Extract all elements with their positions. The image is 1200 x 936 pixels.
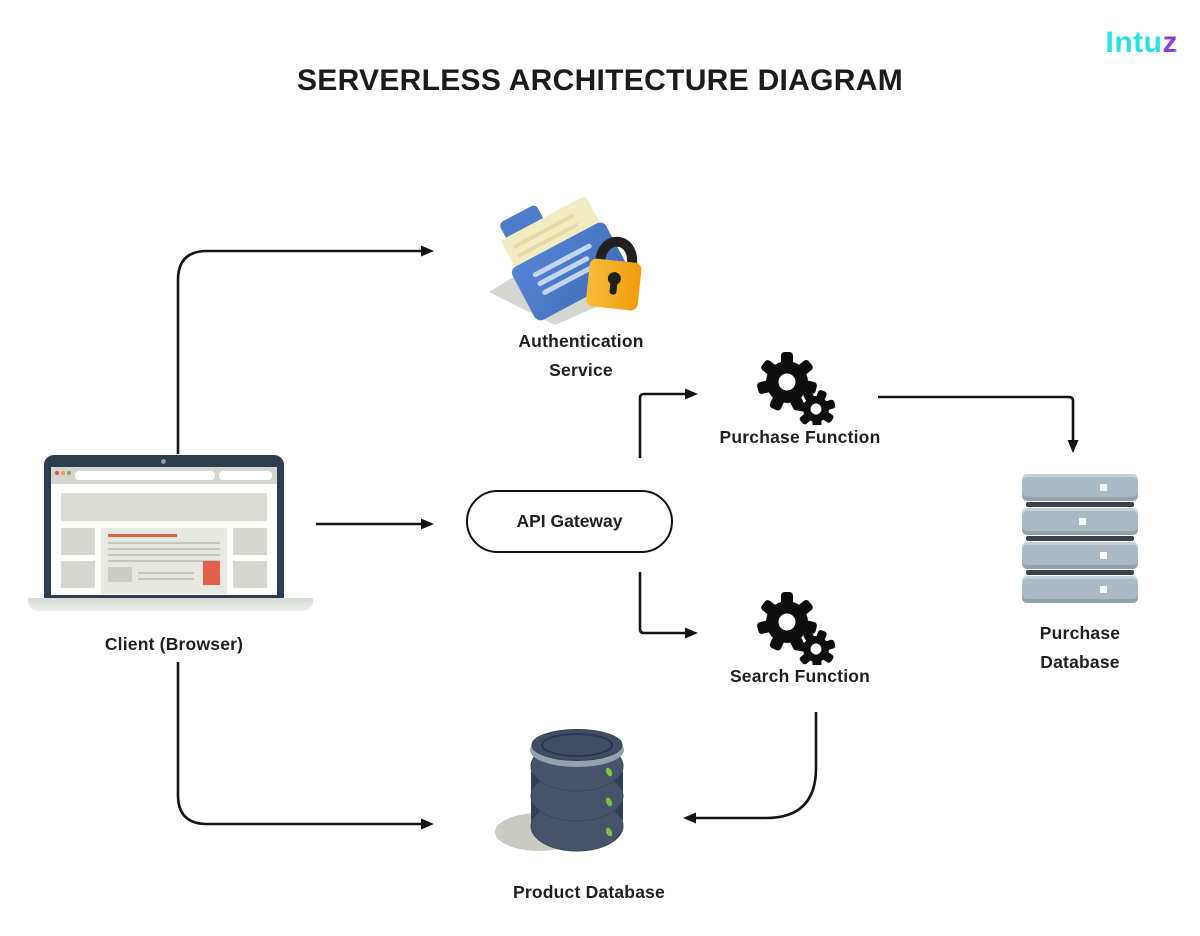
arrow-search-function-to-product-database: [683, 712, 818, 824]
folder-lock-icon: [489, 196, 642, 325]
search-function-label: Search Function: [729, 666, 871, 686]
article-orange-block: [203, 561, 220, 585]
api-gateway-node: API Gateway: [466, 490, 673, 553]
led-light: [605, 827, 613, 837]
intuz-logo: Intuz: [1106, 26, 1178, 60]
webpage-block: [61, 528, 95, 555]
webpage-block: [233, 561, 267, 588]
browser-maximize-dot: [67, 471, 71, 475]
laptop-icon: [44, 455, 284, 600]
article-text-lines: [138, 572, 194, 580]
cylinder-lid-ring: [541, 733, 613, 757]
gear-large: [757, 352, 817, 411]
server-stack-icon: [1022, 474, 1138, 603]
gear-small: [796, 630, 835, 665]
server-unit: [1022, 508, 1138, 535]
arrow-api-gateway-to-purchase-function: [638, 388, 698, 458]
browser-url-bar: [75, 471, 215, 480]
server-divider: [1026, 536, 1134, 541]
server-indicator-light: [1100, 552, 1107, 559]
article-heading-line: [108, 534, 178, 537]
gears-icon: [757, 592, 835, 665]
laptop-camera-dot: [161, 459, 166, 464]
browser-close-dot: [55, 471, 59, 475]
padlock-shackle: [595, 236, 637, 265]
server-indicator-light: [1100, 484, 1107, 491]
arrow-api-gateway-to-search-function: [638, 572, 698, 639]
browser-secondary-bar: [219, 471, 272, 480]
api-gateway-label: API Gateway: [516, 511, 623, 531]
laptop-display: [51, 467, 277, 595]
webpage-left-column: [61, 528, 95, 594]
led-light: [605, 797, 613, 807]
arrow-client-to-authentication-service: [176, 245, 434, 454]
server-divider: [1026, 502, 1134, 507]
server-unit: [1022, 474, 1138, 501]
webpage-content: [51, 484, 277, 595]
padlock: [586, 236, 642, 311]
database-cylinder-icon: [495, 729, 624, 852]
led-light: [605, 767, 613, 777]
gears-icon: [757, 352, 835, 425]
server-indicator-light: [1079, 518, 1086, 525]
server-indicator-light: [1100, 586, 1107, 593]
purchase-function-label: Purchase Function: [719, 427, 881, 447]
page-title: SERVERLESS ARCHITECTURE DIAGRAM: [296, 64, 904, 97]
arrow-client-to-product-database: [176, 662, 434, 830]
webpage-block: [61, 561, 95, 588]
server-unit: [1022, 542, 1138, 569]
gear-small: [796, 390, 835, 425]
logo-text-prefix: Intu: [1105, 26, 1163, 59]
article-thumbnail: [108, 567, 132, 582]
laptop-base: [28, 598, 313, 611]
article-text-lines: [108, 542, 220, 564]
authentication-service-label: Authentication Service: [518, 331, 644, 380]
webpage-hero-block: [61, 493, 267, 521]
gear-large: [757, 592, 817, 651]
webpage-block: [233, 528, 267, 555]
client-node: [28, 455, 313, 615]
logo-text-suffix: z: [1162, 26, 1178, 59]
server-divider: [1026, 570, 1134, 575]
purchase-database-label: Purchase Database: [1039, 623, 1121, 672]
product-database-label: Product Database: [513, 882, 665, 902]
server-unit: [1022, 576, 1138, 603]
webpage-right-column: [233, 528, 267, 594]
webpage-article: [101, 528, 227, 594]
browser-toolbar: [51, 467, 277, 484]
browser-minimize-dot: [61, 471, 65, 475]
client-label: Client (Browser): [104, 634, 244, 654]
